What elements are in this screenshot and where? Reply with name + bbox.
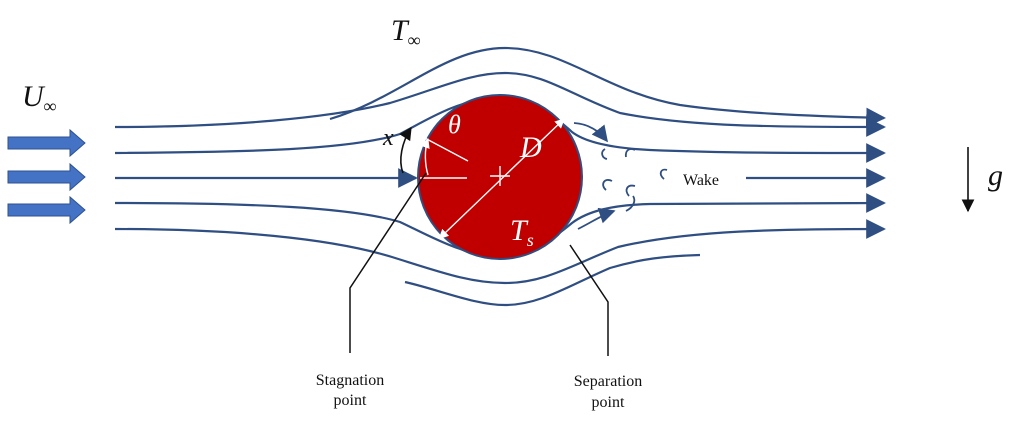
stagnation-leader	[349, 172, 427, 353]
streamline-bottom-outer	[404, 253, 701, 307]
wake-eddy-7	[625, 195, 636, 212]
stagnation-label-line1: Stagnation	[316, 372, 384, 389]
streamline-top-outer	[329, 46, 886, 128]
wake-eddy-5	[625, 184, 636, 197]
arc-coordinate-label: x	[382, 125, 394, 151]
separation-leader	[569, 244, 609, 356]
cylinder-annotations	[420, 118, 565, 240]
inflow-arrow-2	[7, 162, 86, 192]
freestream-temperature-label: T∞	[391, 14, 421, 50]
stagnation-label-line2: point	[334, 392, 367, 409]
theta-arc	[420, 138, 430, 176]
inflow-arrows	[7, 128, 86, 225]
theta-label: θ	[448, 110, 461, 139]
wake-eddy-1	[573, 122, 608, 143]
gravity-label: g	[988, 159, 1003, 192]
inflow-arrow-3	[7, 195, 86, 225]
wake-eddy-2	[601, 148, 608, 160]
diameter-arrow	[438, 118, 565, 240]
arc-coordinate-arrow	[399, 126, 412, 174]
surface-temperature-label: Ts	[510, 214, 534, 250]
streamline-bottom-inner	[114, 219, 886, 285]
streamline-top-inner	[114, 71, 886, 137]
separation-label-line1: Separation	[574, 373, 642, 390]
inflow-arrow-1	[7, 128, 86, 158]
wake-eddy-3	[624, 148, 636, 158]
wake-eddy-4	[602, 179, 613, 191]
wake-eddy-6	[659, 168, 668, 180]
separation-label-line2: point	[592, 394, 625, 411]
leader-lines	[349, 172, 609, 356]
wake-eddy-8	[577, 207, 616, 230]
diameter-label: D	[519, 131, 542, 164]
wake-eddies	[573, 122, 668, 230]
wake-label: Wake	[683, 172, 719, 189]
freestream-velocity-label: U∞	[22, 80, 57, 116]
